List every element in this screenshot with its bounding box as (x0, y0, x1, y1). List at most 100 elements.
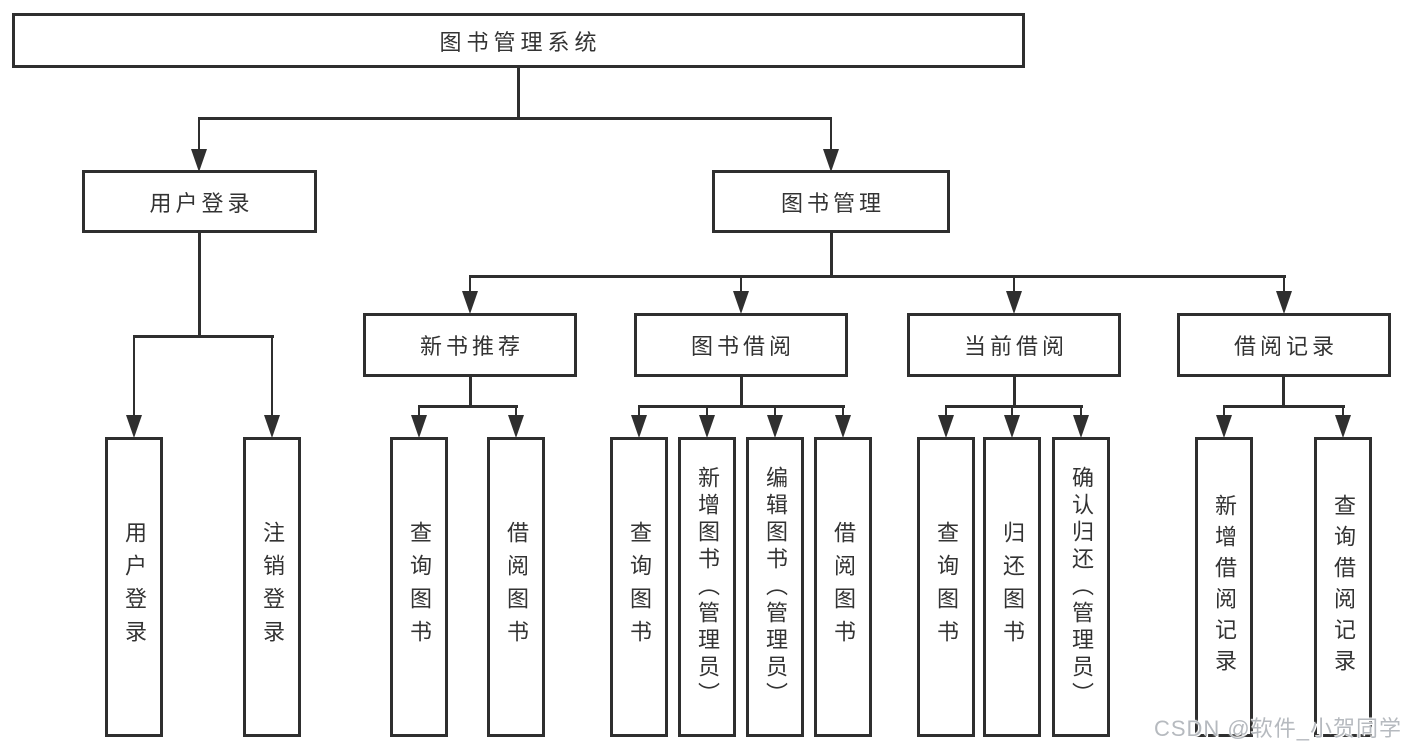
leaf-add-book-admin: 新增图书（管理员） (678, 437, 736, 737)
arrowhead-icon (835, 415, 851, 438)
arrowhead-icon (823, 149, 839, 172)
arrowhead-icon (264, 415, 280, 438)
node-label: 查询图书 (934, 521, 959, 653)
arrowhead-icon (938, 415, 954, 438)
node-label: 新增借阅记录 (1212, 494, 1237, 680)
arrowhead-icon (462, 291, 478, 314)
node-book-borrowing: 图书借阅 (634, 313, 848, 377)
leaf-borrow-books-borrowing: 借阅图书 (814, 437, 872, 737)
arrow-down (630, 405, 648, 438)
arrow-down (1072, 405, 1090, 438)
connector-line (198, 231, 201, 336)
arrow-down (263, 335, 281, 438)
leaf-add-borrow-record: 新增借阅记录 (1195, 437, 1253, 737)
arrow-stem (705, 405, 709, 415)
connector-line (517, 66, 520, 118)
arrow-down (1215, 405, 1233, 438)
node-label: 当前借阅 (963, 334, 1068, 359)
arrow-stem (417, 405, 421, 415)
node-label: 新增图书（管理员） (695, 465, 720, 709)
arrowhead-icon (126, 415, 142, 438)
node-new-book-recommend: 新书推荐 (363, 313, 577, 377)
leaf-query-books-borrowing: 查询图书 (610, 437, 668, 737)
csdn-watermark: CSDN @软件_小贺同学 (1153, 716, 1402, 741)
connector-line (198, 117, 832, 120)
node-label: 图书管理系统 (439, 29, 602, 55)
arrowhead-icon (699, 415, 715, 438)
node-library-management-system: 图书管理系统 (12, 13, 1025, 68)
connector-line (638, 405, 845, 408)
arrow-stem (829, 117, 833, 149)
leaf-logout: 注销登录 (243, 437, 301, 737)
node-label: 注销登录 (260, 521, 285, 653)
arrowhead-icon (631, 415, 647, 438)
arrowhead-icon (508, 415, 524, 438)
arrowhead-icon (191, 149, 207, 172)
leaf-query-books-current: 查询图书 (917, 437, 975, 737)
arrowhead-icon (411, 415, 427, 438)
arrow-down (698, 405, 716, 438)
arrowhead-icon (1004, 415, 1020, 438)
arrowhead-icon (1073, 415, 1089, 438)
connector-line (469, 275, 1286, 278)
node-label: 借阅图书 (831, 521, 856, 653)
arrow-down (834, 405, 852, 438)
connector-line (740, 374, 743, 406)
arrow-stem (1012, 275, 1016, 291)
node-label: 确认归还（管理员） (1069, 465, 1094, 709)
arrowhead-icon (1276, 291, 1292, 314)
node-label: 编辑图书（管理员） (763, 465, 788, 709)
leaf-user-login: 用户登录 (105, 437, 163, 737)
node-label: 查询借阅记录 (1331, 494, 1356, 680)
arrow-down (937, 405, 955, 438)
connector-line (1223, 405, 1345, 408)
arrowhead-icon (733, 291, 749, 314)
leaf-query-borrow-record: 查询借阅记录 (1314, 437, 1372, 737)
arrowhead-icon (767, 415, 783, 438)
node-label: 查询图书 (627, 521, 652, 653)
node-label: 借阅记录 (1233, 334, 1338, 359)
node-label: 新书推荐 (419, 334, 524, 359)
arrow-stem (739, 275, 743, 291)
arrow-stem (841, 405, 845, 415)
connector-line (469, 374, 472, 406)
arrow-stem (1282, 275, 1286, 291)
node-label: 图书管理 (780, 190, 885, 216)
node-label: 归还图书 (1000, 521, 1025, 653)
arrow-stem (514, 405, 518, 415)
arrow-stem (1079, 405, 1083, 415)
leaf-return-books: 归还图书 (983, 437, 1041, 737)
node-label: 用户登录 (122, 521, 147, 653)
arrow-down (410, 405, 428, 438)
leaf-confirm-return-admin: 确认归还（管理员） (1052, 437, 1110, 737)
arrow-stem (773, 405, 777, 415)
node-label: 查询图书 (407, 521, 432, 653)
node-current-borrowing: 当前借阅 (907, 313, 1121, 377)
arrowhead-icon (1335, 415, 1351, 438)
arrowhead-icon (1006, 291, 1022, 314)
connector-line (945, 405, 1083, 408)
arrow-down (507, 405, 525, 438)
arrow-stem (270, 335, 274, 415)
connector-line (830, 231, 833, 276)
arrow-down (1003, 405, 1021, 438)
arrow-stem (197, 117, 201, 149)
arrow-down (1275, 275, 1293, 314)
connector-line (1013, 374, 1016, 406)
arrow-stem (1222, 405, 1226, 415)
arrow-down (1334, 405, 1352, 438)
node-label: 用户登录 (149, 190, 254, 216)
arrow-down (461, 275, 479, 314)
node-borrow-records: 借阅记录 (1177, 313, 1391, 377)
connector-line (1282, 374, 1285, 406)
leaf-borrow-books-recommend: 借阅图书 (487, 437, 545, 737)
arrow-down (732, 275, 750, 314)
arrow-down (125, 335, 143, 438)
connector-line (418, 405, 518, 408)
arrow-down (190, 117, 208, 172)
arrow-stem (132, 335, 136, 415)
node-book-management: 图书管理 (712, 170, 950, 233)
arrow-down (1005, 275, 1023, 314)
arrow-stem (1341, 405, 1345, 415)
